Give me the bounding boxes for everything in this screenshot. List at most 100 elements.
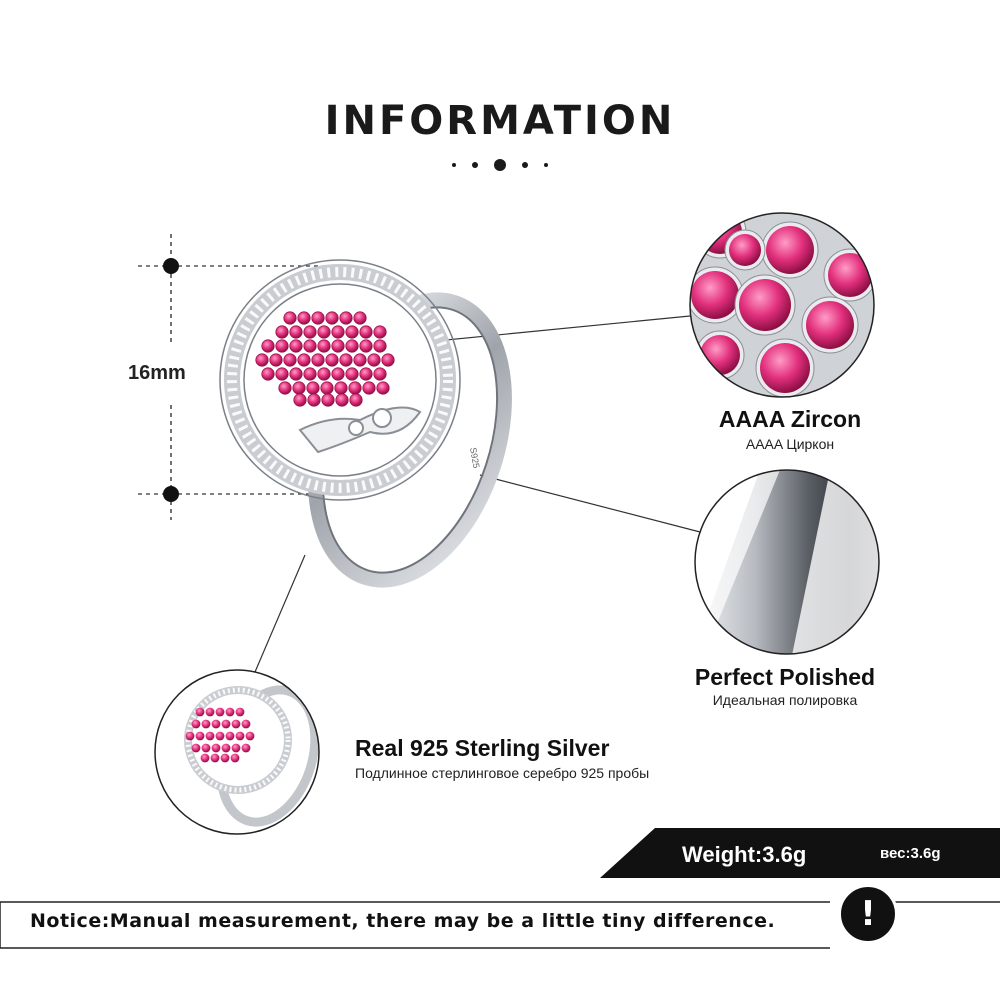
gem-stone — [739, 279, 791, 331]
gem-stone — [292, 381, 306, 395]
gem-stone — [205, 731, 215, 741]
gem-stone — [856, 216, 874, 244]
gem-stone — [306, 381, 320, 395]
gem-stone — [303, 325, 317, 339]
gem-stone — [220, 753, 230, 763]
gem-stone — [289, 325, 303, 339]
gem-stone — [331, 339, 345, 353]
dot — [472, 162, 478, 168]
gem-stone — [225, 707, 235, 717]
gem-stone — [373, 339, 387, 353]
gem-stone — [335, 393, 349, 407]
title-dots-decoration — [440, 158, 560, 172]
polished-closeup-image — [695, 470, 879, 654]
zircon-closeup-image — [690, 213, 874, 397]
gem-stone — [373, 325, 387, 339]
dot — [544, 163, 548, 167]
gem-stone — [766, 226, 814, 274]
gem-stone — [275, 339, 289, 353]
gem-stone — [303, 367, 317, 381]
gem-stone — [225, 731, 235, 741]
gem-stone — [215, 731, 225, 741]
gem-stone — [231, 719, 241, 729]
gem-stone — [221, 743, 231, 753]
gem-stone — [201, 743, 211, 753]
gem-stone — [345, 367, 359, 381]
gem-stone — [311, 353, 325, 367]
notice-frame — [0, 901, 830, 949]
ring-stamp: S925 — [468, 447, 482, 469]
gem-stone — [245, 731, 255, 741]
silver-ring-thumbnail — [155, 670, 319, 834]
connector-line — [254, 554, 306, 673]
gem-stone — [828, 253, 872, 297]
polish-subtitle: Идеальная полировка — [712, 692, 858, 708]
weight-banner-bg — [600, 828, 1000, 878]
gem-stone — [235, 731, 245, 741]
gem-stone — [191, 743, 201, 753]
gem-stone — [359, 339, 373, 353]
gem-stone — [331, 367, 345, 381]
weight-label-ru: вес:3.6g — [880, 845, 941, 862]
gem-stone — [261, 367, 275, 381]
gem-stone — [195, 731, 205, 741]
gem-stone — [353, 311, 367, 325]
gem-stone — [195, 707, 205, 717]
gem-stone — [359, 367, 373, 381]
gem-stone — [283, 311, 297, 325]
gem-stone — [230, 753, 240, 763]
gem-stone — [320, 381, 334, 395]
gem-setting — [851, 213, 874, 249]
gem-stone — [275, 367, 289, 381]
gem-stone — [241, 719, 251, 729]
gem-stone — [325, 311, 339, 325]
gem-stone — [691, 271, 739, 319]
gem-stone — [241, 743, 251, 753]
gem-stone — [311, 311, 325, 325]
gem-stone — [185, 731, 195, 741]
zircon-subtitle: AAAA Циркон — [745, 436, 835, 452]
notice-text: Notice:Manual measurement, there may be … — [30, 910, 776, 932]
polish-title: Perfect Polished — [694, 664, 876, 690]
gem-stone — [297, 353, 311, 367]
gem-stone — [348, 381, 362, 395]
gem-stone — [297, 311, 311, 325]
gem-stone — [729, 234, 761, 266]
gem-stone — [200, 753, 210, 763]
gem-stone — [201, 719, 211, 729]
zircon-title: AAAA Zircon — [718, 406, 862, 432]
dimension-label: 16mm — [128, 362, 186, 384]
gem-stone — [345, 325, 359, 339]
gem-stone — [269, 353, 283, 367]
gem-stone — [261, 339, 275, 353]
gem-stone — [760, 343, 810, 393]
gem-stone — [317, 367, 331, 381]
connector-line — [479, 474, 701, 533]
gem-stone — [255, 353, 269, 367]
weight-label: Weight:3.6g — [682, 842, 807, 867]
gem-stone — [221, 719, 231, 729]
gem-stone — [331, 325, 345, 339]
gem-stone — [205, 707, 215, 717]
gem-stone — [307, 393, 321, 407]
gem-stone — [317, 339, 331, 353]
gem-stone — [231, 743, 241, 753]
gem-stone — [289, 339, 303, 353]
silver-title: Real 925 Sterling Silver — [355, 735, 610, 761]
gem-stone — [215, 707, 225, 717]
gem-stone — [283, 353, 297, 367]
gem-stone — [353, 353, 367, 367]
dimension-marker-icon — [163, 486, 179, 502]
gem-stone — [334, 381, 348, 395]
gem-stone — [367, 353, 381, 367]
dimension-marker-icon — [163, 258, 179, 274]
exclamation-icon: ! — [838, 884, 898, 944]
gem-stone — [339, 311, 353, 325]
main-ring-image: S925 — [219, 259, 512, 588]
gem-stone — [349, 393, 363, 407]
gem-stone — [376, 381, 390, 395]
page-title: INFORMATION — [324, 98, 676, 144]
gem-stone — [191, 719, 201, 729]
gem-stone — [362, 381, 376, 395]
gem-stone — [235, 707, 245, 717]
